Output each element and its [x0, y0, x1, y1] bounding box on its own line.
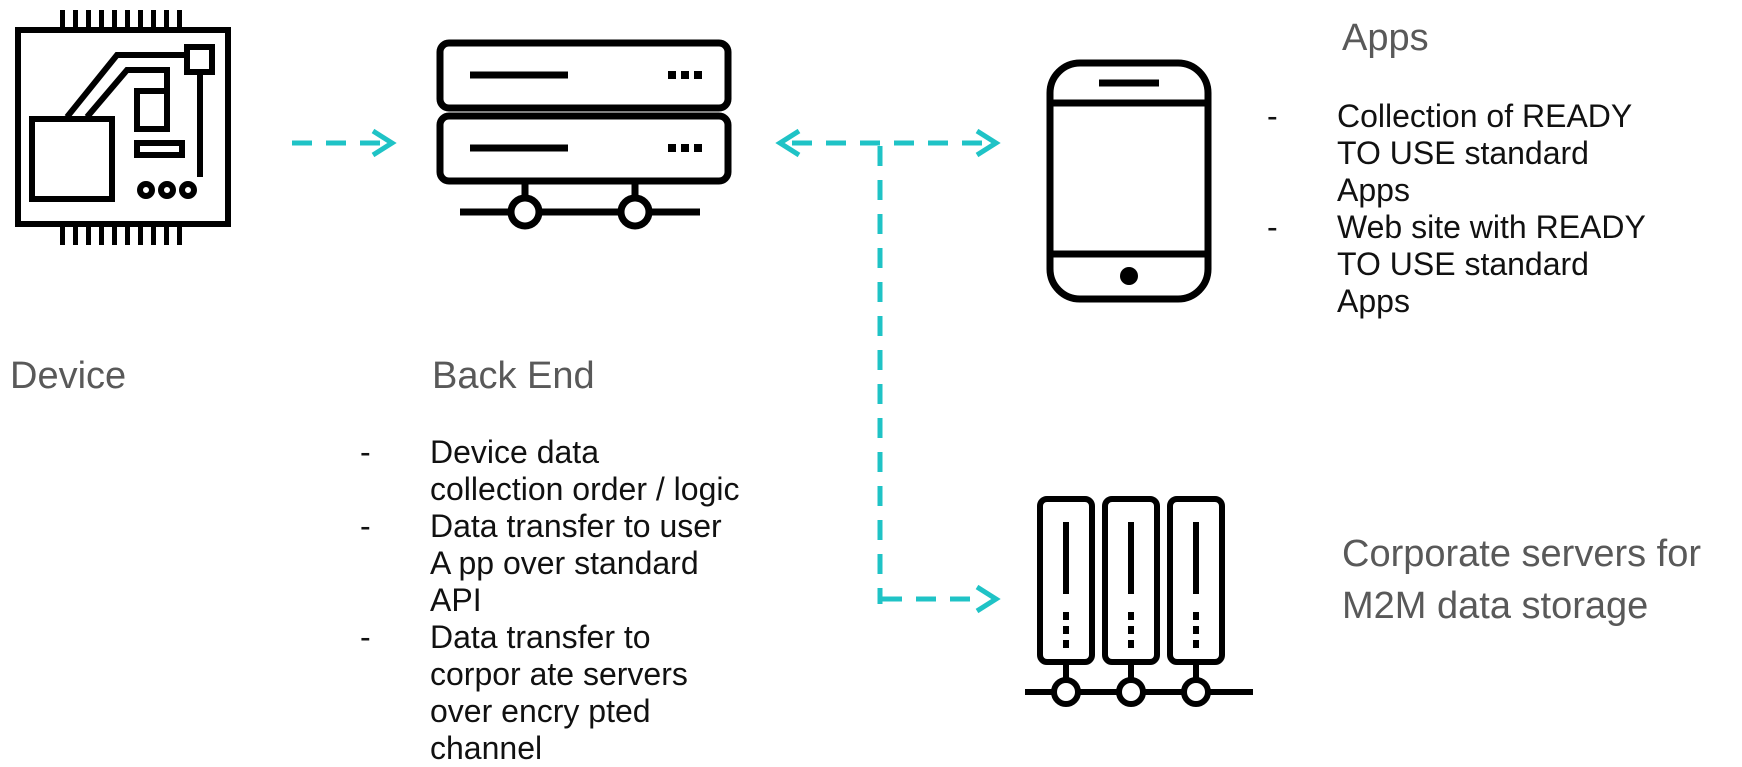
back-end-bullet: Data transfer to user A pp over standard… — [358, 508, 740, 619]
apps-caption: Apps — [1342, 17, 1429, 59]
backend-apps-arrow — [775, 128, 1001, 158]
back-end-bullet-list: Device data collection order / logic Dat… — [358, 434, 818, 767]
server-towers-icon — [1025, 496, 1253, 707]
apps-bullet-list: Collection of READY TO USE standard Apps… — [1265, 98, 1735, 320]
corporate-servers-caption: Corporate servers for M2M data storage — [1342, 533, 1702, 627]
device-to-backend-arrow — [292, 128, 397, 158]
back-end-bullet: Device data collection order / logic — [358, 434, 740, 508]
back-end-bullet: Data transfer to corpor ate servers over… — [358, 619, 740, 767]
to-corporate-servers-arrow — [882, 584, 1001, 614]
apps-bullet: Web site with READY TO USE standard Apps — [1265, 209, 1657, 320]
smartphone-icon — [1046, 59, 1212, 303]
device-caption: Device — [10, 355, 127, 397]
circuit-board-icon — [15, 10, 231, 245]
board-pins — [60, 10, 182, 245]
server-rack-icon — [436, 39, 732, 230]
back-end-caption: Back End — [432, 355, 595, 397]
apps-bullet: Collection of READY TO USE standard Apps — [1265, 98, 1657, 209]
